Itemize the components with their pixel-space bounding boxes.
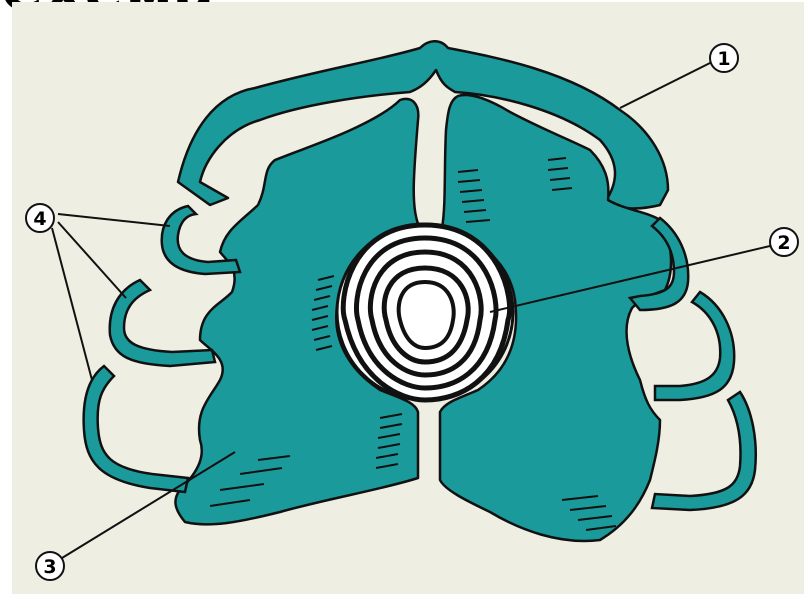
callout-1-label: 1 bbox=[717, 48, 730, 70]
callout-3: 3 bbox=[36, 552, 64, 580]
callout-4-label: 4 bbox=[33, 208, 46, 230]
callout-1: 1 bbox=[710, 44, 738, 72]
callout-2: 2 bbox=[770, 228, 798, 256]
callout-4: 4 bbox=[26, 204, 54, 232]
expansion-spring-loop bbox=[337, 224, 513, 400]
callout-2-label: 2 bbox=[777, 232, 790, 254]
callout-3-label: 3 bbox=[43, 556, 56, 578]
